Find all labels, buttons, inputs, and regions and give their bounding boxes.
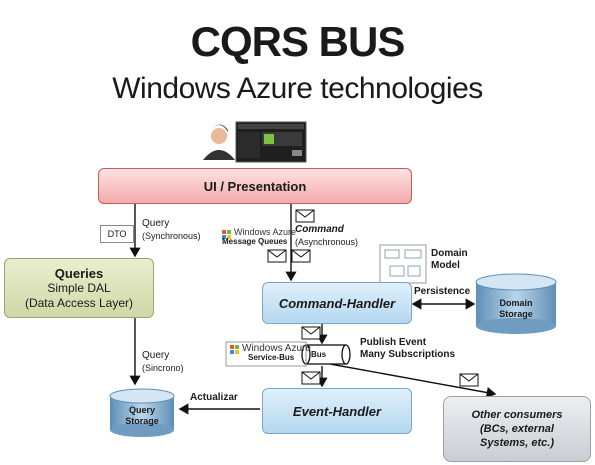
envelope-icon xyxy=(295,209,315,223)
query-sync-label: Query (Synchronous) xyxy=(142,218,201,242)
other-consumers-line1: Other consumers xyxy=(471,409,563,421)
query-sync-line2: (Synchronous) xyxy=(142,231,201,241)
query-sinc-label: Query (Sincrono) xyxy=(142,350,184,374)
domain-model-thumbnail-icon xyxy=(379,244,427,284)
query-sinc-line1: Query xyxy=(142,350,170,361)
queries-title: Queries xyxy=(54,265,104,281)
query-storage-line2: Storage xyxy=(125,416,159,426)
bus-label: Bus xyxy=(311,350,327,359)
query-storage-cylinder xyxy=(109,388,175,437)
queries-box: Queries Simple DAL (Data Access Layer) xyxy=(4,258,154,318)
other-consumers-line3: Systems, etc.) xyxy=(480,437,554,449)
service-bus-text: Service-Bus xyxy=(248,353,295,362)
queries-line2: (Data Access Layer) xyxy=(24,295,134,310)
command-handler-box: Command-Handler xyxy=(262,282,412,324)
envelope-icon xyxy=(267,249,287,263)
domain-storage-label: Domain Storage xyxy=(476,298,556,320)
publish-line1: Publish Event xyxy=(360,337,427,348)
service-bus-label: Windows Azure Service-Bus xyxy=(230,343,311,363)
query-storage-label: Query Storage xyxy=(110,405,174,427)
domain-model-line1: Domain xyxy=(431,248,468,259)
query-storage-line1: Query xyxy=(128,405,155,415)
message-queues-text: Message Queues xyxy=(222,237,288,246)
windows-logo-icon xyxy=(230,345,239,354)
command-line2: (Asynchronous) xyxy=(295,237,359,247)
ui-presentation-box: UI / Presentation xyxy=(98,168,412,204)
message-queues-label: Windows Azure Message Queues xyxy=(222,227,297,247)
dto-label: DTO xyxy=(100,225,134,243)
query-sync-line1: Query xyxy=(142,218,170,229)
domain-storage-line2: Storage xyxy=(499,309,533,319)
publish-event-label: Publish Event Many Subscriptions xyxy=(360,337,455,361)
command-label: Command (Asynchronous) xyxy=(295,224,358,248)
persistence-label: Persistence xyxy=(414,286,471,297)
envelope-icon xyxy=(301,371,321,385)
envelope-icon xyxy=(459,373,479,387)
diagram-subtitle: Windows Azure technologies xyxy=(112,72,483,105)
queries-line1: Simple DAL xyxy=(47,280,111,295)
domain-model-line2: Model xyxy=(431,260,460,271)
user-icon xyxy=(203,124,235,160)
domain-storage-line1: Domain xyxy=(499,298,533,308)
azure-text-2: Windows Azure xyxy=(242,343,311,354)
command-line1: Command xyxy=(295,224,344,235)
other-consumers-box: Other consumers (BCs, external Systems, … xyxy=(443,396,591,462)
actualizar-label: Actualizar xyxy=(190,392,238,403)
domain-model-label: Domain Model xyxy=(431,248,468,272)
other-consumers-line2: (BCs, external xyxy=(480,423,554,435)
service-bus-badge xyxy=(225,341,307,367)
azure-text-1: Windows Azure xyxy=(234,227,297,237)
envelope-icon xyxy=(301,326,321,340)
app-screenshot-icon xyxy=(235,121,307,163)
publish-line2: Many Subscriptions xyxy=(360,349,456,360)
envelope-icon xyxy=(291,249,311,263)
domain-storage-cylinder xyxy=(475,273,557,334)
windows-logo-icon xyxy=(222,230,231,239)
query-sinc-line2: (Sincrono) xyxy=(142,363,184,373)
diagram-title: CQRS BUS xyxy=(190,18,406,65)
event-handler-box: Event-Handler xyxy=(262,388,412,434)
